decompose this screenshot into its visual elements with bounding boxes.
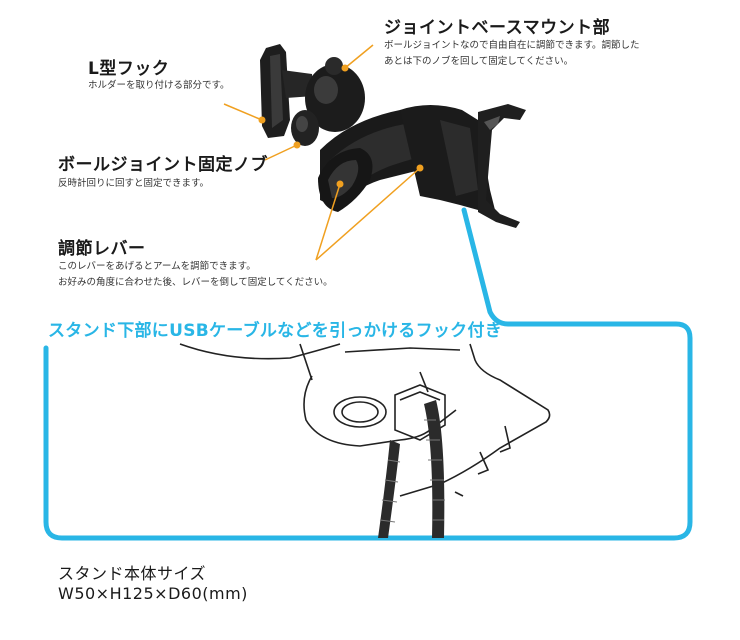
leader-dots — [258, 64, 424, 188]
mount-product-image — [260, 44, 526, 228]
l-hook-desc: ホルダーを取り付ける部分です。 — [88, 80, 230, 91]
adjust-lever-desc-line2: お好みの角度に合わせた後、レバーを倒して固定してください。 — [58, 277, 333, 288]
spec-label: スタンド本体サイズ — [58, 564, 207, 583]
callout-frame — [43, 207, 693, 541]
leader-lines — [223, 44, 421, 261]
joint-base-desc-line2: あとは下のノブを回して固定してください。 — [384, 56, 574, 67]
feature-banner-title: スタンド下部にUSBケーブルなどを引っかけるフック付き — [48, 321, 503, 341]
adjust-lever-desc-line1: このレバーをあげるとアームを調節できます。 — [58, 261, 256, 272]
l-hook-title: L型フック — [88, 59, 170, 79]
stand-hook-line-drawing — [179, 343, 551, 497]
fixing-knob-title: ボールジョイント固定ノブ — [58, 155, 268, 175]
adjust-lever-title: 調節レバー — [58, 239, 146, 259]
fixing-knob-desc: 反時計回りに回すと固定できます。 — [58, 178, 210, 189]
usb-cable — [378, 400, 445, 538]
spec-size: W50×H125×D60(mm) — [58, 584, 248, 603]
joint-base-title: ジョイントベースマウント部 — [384, 18, 611, 38]
joint-base-desc-line1: ボールジョイントなので自由自在に調節できます。調節した — [384, 40, 640, 51]
